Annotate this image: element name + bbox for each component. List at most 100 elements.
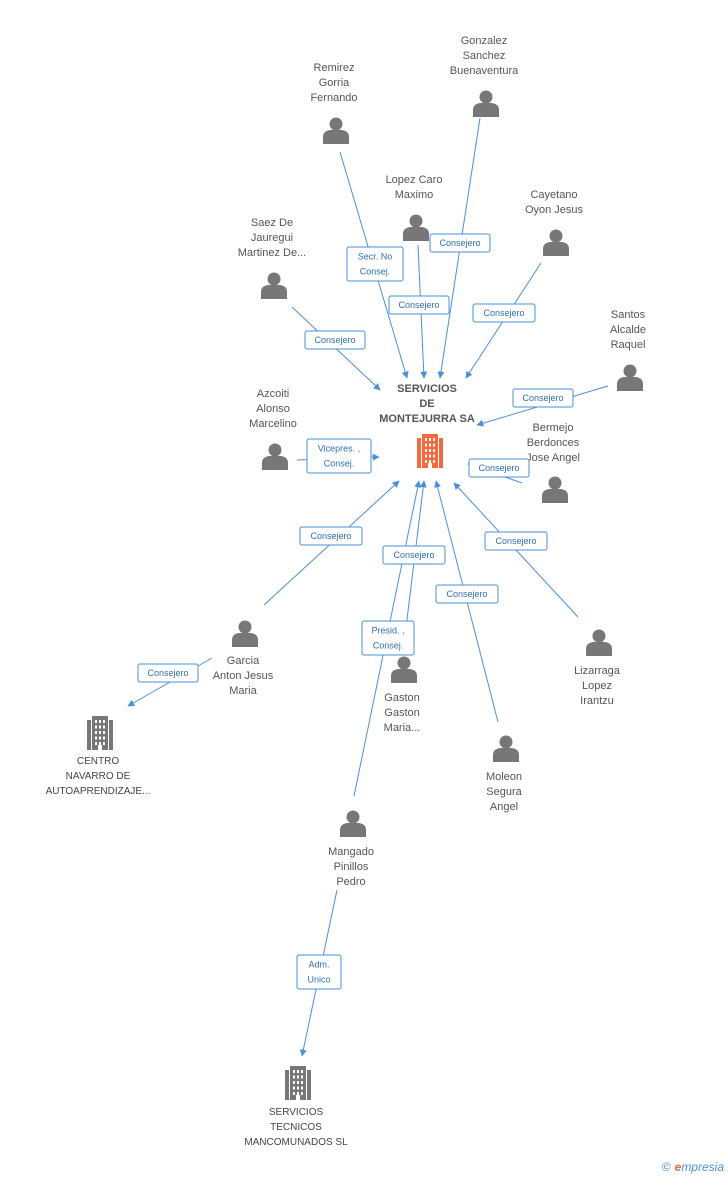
node-label-line: Martinez De...: [238, 247, 306, 259]
edge-label-text: Consej.: [373, 641, 404, 651]
node-label-line: Sanchez: [463, 50, 506, 62]
building-icon: [285, 1066, 311, 1100]
node-label-line: Gorria: [319, 77, 350, 89]
edge-label-text: Unico: [307, 975, 330, 985]
person-icon: [391, 656, 417, 683]
node-label-line: Raquel: [611, 339, 646, 351]
node-label-line: SERVICIOS: [397, 383, 457, 395]
edge-label-saez-to-center[interactable]: Consejero: [304, 330, 366, 350]
node-label-line: Cayetano: [530, 189, 577, 201]
edge-label-azcoiti-to-center[interactable]: Vicepres. , Consej.: [306, 438, 372, 474]
edge-label-text: Consejero: [483, 308, 524, 318]
edge-label-lopez-caro-to-center[interactable]: Consejero: [388, 295, 450, 315]
edge-label-gaston-to-center[interactable]: Consejero: [382, 545, 446, 565]
edge-label-box: [388, 295, 450, 315]
edge-label-box: [382, 545, 446, 565]
node-label-line: Angel: [490, 801, 518, 813]
edge-label-box: [299, 526, 363, 546]
edge-label-text: Consej.: [324, 459, 355, 469]
edge-label-box: [468, 458, 530, 478]
edge-label-text: Secr. No: [358, 252, 393, 262]
node-label-line: Irantzu: [580, 695, 614, 707]
node-label-line: MONTEJURRA SA: [379, 413, 475, 425]
node-label-line: MANCOMUNADOS SL: [244, 1137, 348, 1148]
node-label-line: Moleon: [486, 771, 522, 783]
node-person-gaston[interactable]: GastonGastonMaria...: [384, 656, 421, 735]
node-label-line: SERVICIOS: [269, 1107, 324, 1118]
edge-label-text: Consejero: [398, 300, 439, 310]
edge-label-moleon-to-center[interactable]: Consejero: [435, 584, 499, 604]
edge-label-text: Consejero: [522, 393, 563, 403]
edge-label-text: Consejero: [393, 550, 434, 560]
node-label-line: Bermejo: [533, 422, 574, 434]
person-icon: [232, 620, 258, 647]
edge-label-lizarraga-to-center[interactable]: Consejero: [484, 531, 548, 551]
node-label-line: Maximo: [395, 189, 434, 201]
node-label-line: Oyon Jesus: [525, 204, 584, 216]
node-label-line: Marcelino: [249, 418, 297, 430]
node-label-line: Garcia: [227, 655, 260, 667]
node-label-line: Lopez Caro: [386, 174, 443, 186]
edge-label-bermejo-to-center[interactable]: Consejero: [468, 458, 530, 478]
node-label-line: Alonso: [256, 403, 290, 415]
node-label-line: NAVARRO DE: [66, 771, 131, 782]
person-icon: [473, 90, 499, 117]
edge-label-text: Consej.: [360, 267, 391, 277]
node-label-line: Maria: [229, 685, 257, 697]
edge-label-cayetano-to-center[interactable]: Consejero: [472, 303, 536, 323]
edge-label-box: [304, 330, 366, 350]
edge-label-garcia-to-center[interactable]: Consejero: [299, 526, 363, 546]
edge-label-text: Adm.: [308, 960, 329, 970]
node-label-line: Maria...: [384, 722, 421, 734]
node-company-servicios-tecnicos[interactable]: SERVICIOS TECNICOS MANCOMUNADOS SL: [244, 1066, 348, 1148]
edge-label-box: [306, 438, 372, 474]
edge-label-mangado-to-servicios-tecnicos[interactable]: Adm. Unico: [296, 954, 342, 990]
person-icon: [403, 214, 429, 241]
edge-label-text: Consejero: [446, 589, 487, 599]
node-label-line: TECNICOS: [270, 1122, 322, 1133]
brand-logo-text: mpresia: [681, 1160, 724, 1174]
brand-footer[interactable]: ©empresia: [662, 1160, 724, 1174]
node-label-line: AUTOAPRENDIZAJE...: [46, 786, 151, 797]
node-label-line: Azcoiti: [257, 388, 289, 400]
node-label-line: Santos: [611, 309, 646, 321]
person-icon: [493, 735, 519, 762]
edge-label-garcia-to-centro[interactable]: Consejero: [137, 663, 199, 683]
edge-label-santos-to-center[interactable]: Consejero: [512, 388, 574, 408]
edge-label-mangado-to-center[interactable]: Presid. ,Consej.: [361, 620, 415, 656]
node-label-line: Buenaventura: [450, 65, 519, 77]
person-icon: [586, 629, 612, 656]
edge-label-box: [296, 954, 342, 990]
edge-label-box: [435, 584, 499, 604]
edge-label-gonzalez-to-center[interactable]: Consejero: [429, 233, 491, 253]
person-icon: [543, 229, 569, 256]
edge-label-box: [429, 233, 491, 253]
node-label-line: Pinillos: [334, 861, 369, 873]
edge-label-remirez-to-center[interactable]: Secr. No Consej.: [346, 246, 404, 282]
node-label-line: Jauregui: [251, 232, 293, 244]
person-icon: [323, 117, 349, 144]
node-label-line: Gonzalez: [461, 35, 507, 47]
node-label-line: Pedro: [336, 876, 365, 888]
brand-logo-initial: e: [674, 1160, 682, 1174]
node-label-line: Saez De: [251, 217, 293, 229]
node-label-line: Jose Angel: [526, 452, 580, 464]
edge-label-box: [512, 388, 574, 408]
node-label-line: Lopez: [582, 680, 612, 692]
edge-label-box: [361, 620, 415, 656]
edge-label-text: Vicepres. ,: [318, 444, 360, 454]
